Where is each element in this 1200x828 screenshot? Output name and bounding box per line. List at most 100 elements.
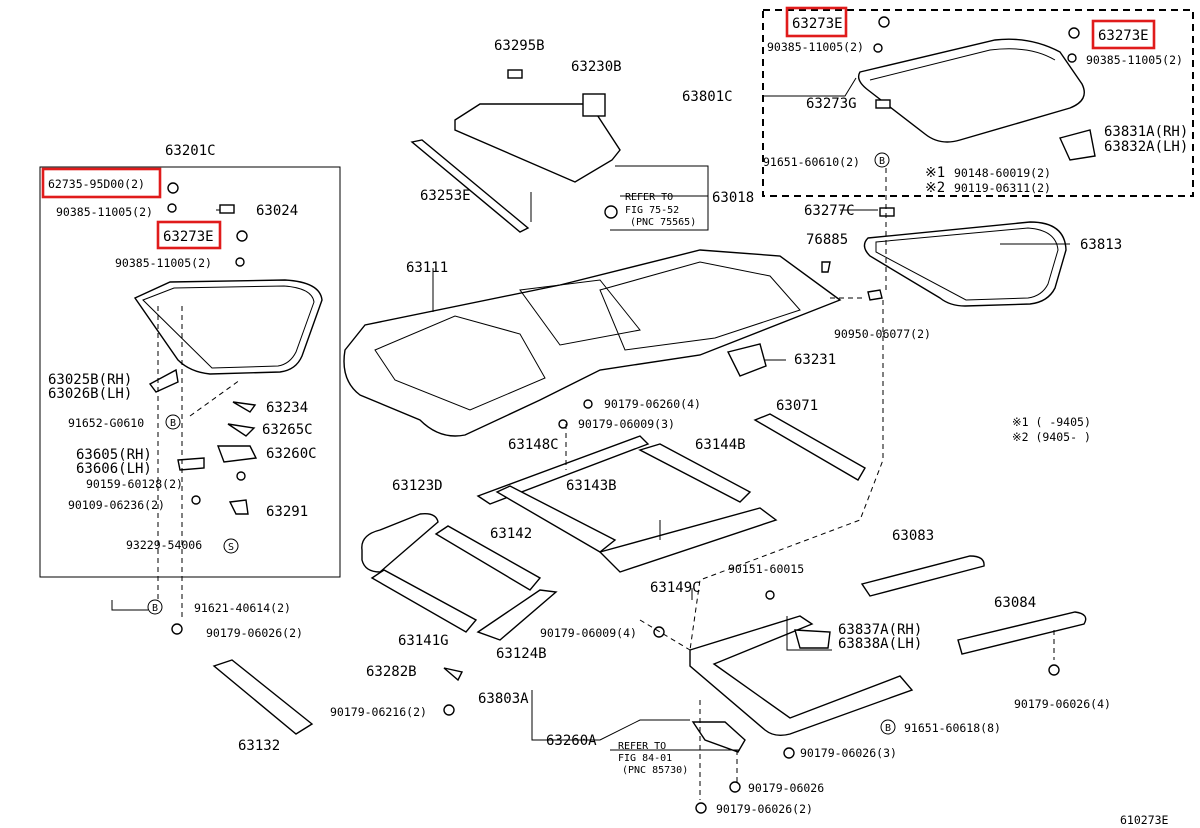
fastener-icon <box>653 626 665 638</box>
leader-lines <box>111 77 1070 751</box>
part-label: 63260C <box>266 446 317 462</box>
part-label: 63132 <box>238 738 280 754</box>
labels: B B S B B 63273E 90385-11005(2) 63273E 9… <box>48 16 1188 827</box>
highlight-box-63273e-top <box>785 6 848 38</box>
part-label: 63277C <box>804 203 855 219</box>
note-mark: ※2 <box>925 180 945 196</box>
marker-circle-s <box>223 538 239 554</box>
marker-letter: S <box>228 542 234 553</box>
part-label: 90179-06026(2) <box>716 802 813 816</box>
sunshade-group-frame <box>39 166 341 578</box>
part-label: 63083 <box>892 528 934 544</box>
part-label: 63291 <box>266 504 308 520</box>
rail-63132-part <box>212 659 314 735</box>
weatherstrip-part <box>863 221 1067 307</box>
part-label: 63273G <box>806 96 857 112</box>
fastener-icon <box>729 781 741 793</box>
part-label: 63201C <box>165 143 216 159</box>
reference-text: FIG 75-52 <box>625 205 679 216</box>
fastener-icon <box>1068 27 1080 39</box>
rail-63071-part <box>753 413 866 481</box>
marker-circle-b <box>165 414 181 430</box>
bracket-63124b-part <box>476 589 558 641</box>
fastener-icon <box>765 590 775 600</box>
bracket-63025b-part <box>148 368 179 393</box>
frame-63143b-part <box>495 485 617 553</box>
part-label: 90179-06009(3) <box>578 417 675 431</box>
fastener-icon <box>1048 664 1060 676</box>
part-label: 63801C <box>682 89 733 105</box>
highlight-box-62735 <box>41 167 162 199</box>
reference-text: (PNC 75565) <box>630 217 696 228</box>
part-label: 90385-11005(2) <box>56 205 153 219</box>
fastener-icon <box>873 43 883 53</box>
bracket-63141g-part <box>370 569 478 633</box>
marker-circle-b <box>880 719 896 735</box>
part-label: 63273E <box>1098 28 1149 44</box>
sunroof-housing-part <box>689 615 914 737</box>
fastener-icon <box>191 495 201 505</box>
part-label: 63084 <box>994 595 1036 611</box>
reference-text: FIG 84-01 <box>618 753 672 764</box>
fastener-icon <box>878 16 890 28</box>
part-label: 63024 <box>256 203 298 219</box>
marker-circle-b <box>147 599 163 615</box>
marker-letter: B <box>879 156 885 167</box>
part-label: 63832A(LH) <box>1104 139 1188 155</box>
fastener-icon <box>235 257 245 267</box>
rail-strip-part <box>410 139 530 233</box>
clip-90950-part <box>867 289 883 301</box>
fastener-icon <box>171 623 183 635</box>
fastener-icon <box>695 802 707 814</box>
part-label: 63273E <box>792 16 843 32</box>
dashed-guides <box>157 168 1055 800</box>
fastener-icon <box>583 399 593 409</box>
marker-letter: B <box>152 603 158 614</box>
bracket-63231-part <box>726 343 767 377</box>
reference-text: (PNC 85730) <box>622 765 688 776</box>
part-label: 63123D <box>392 478 443 494</box>
part-label: 63149C <box>650 580 701 596</box>
part-label: 63813 <box>1080 237 1122 253</box>
part-label: 63026B(LH) <box>48 386 132 402</box>
part-label: 63260A <box>546 733 597 749</box>
part-label: 63142 <box>490 526 532 542</box>
part-label: 90179-06026(3) <box>800 746 897 760</box>
part-label: 63803A <box>478 691 529 707</box>
bracket-63831a-part <box>1059 129 1096 161</box>
clip-63234-part <box>232 401 257 413</box>
note-range: ※1 ( -9405) <box>1012 415 1091 429</box>
clip-63024-part <box>219 204 235 214</box>
motor-63260a-part <box>691 721 746 753</box>
marker-letter: B <box>170 418 176 429</box>
note-mark: ※1 <box>925 165 945 181</box>
part-label: 63141G <box>398 633 449 649</box>
rail-63083-part <box>860 555 985 597</box>
clip-63265c-part <box>227 423 256 437</box>
sunroof-glass-part <box>857 38 1085 143</box>
roof-panel-part <box>343 249 842 437</box>
part-label: 90950-06077(2) <box>834 327 931 341</box>
sunshade-panel-part <box>133 279 323 375</box>
part-label: 63253E <box>420 188 471 204</box>
part-label: 63831A(RH) <box>1104 124 1188 140</box>
part-label: 76885 <box>806 232 848 248</box>
part-label: 90109-06236(2) <box>68 498 165 512</box>
part-label: 63282B <box>366 664 417 680</box>
part-label: 91651-60618(8) <box>904 721 1001 735</box>
reference-text: REFER TO <box>618 741 666 752</box>
part-label: 63111 <box>406 260 448 276</box>
clip-63282b-part <box>443 667 464 682</box>
frame-63149c-part <box>598 507 778 573</box>
part-label: 90385-11005(2) <box>767 40 864 54</box>
bracket-63837a-part <box>794 629 831 649</box>
marker-circle-b <box>874 152 890 168</box>
part-label: 63143B <box>566 478 617 494</box>
fastener-icon <box>443 704 455 716</box>
part-label: 63606(LH) <box>76 461 152 477</box>
part-label: 63265C <box>262 422 313 438</box>
part-label: 63837A(RH) <box>838 622 922 638</box>
clip-63277c-part <box>879 207 895 217</box>
fastener-icon <box>1067 53 1077 63</box>
